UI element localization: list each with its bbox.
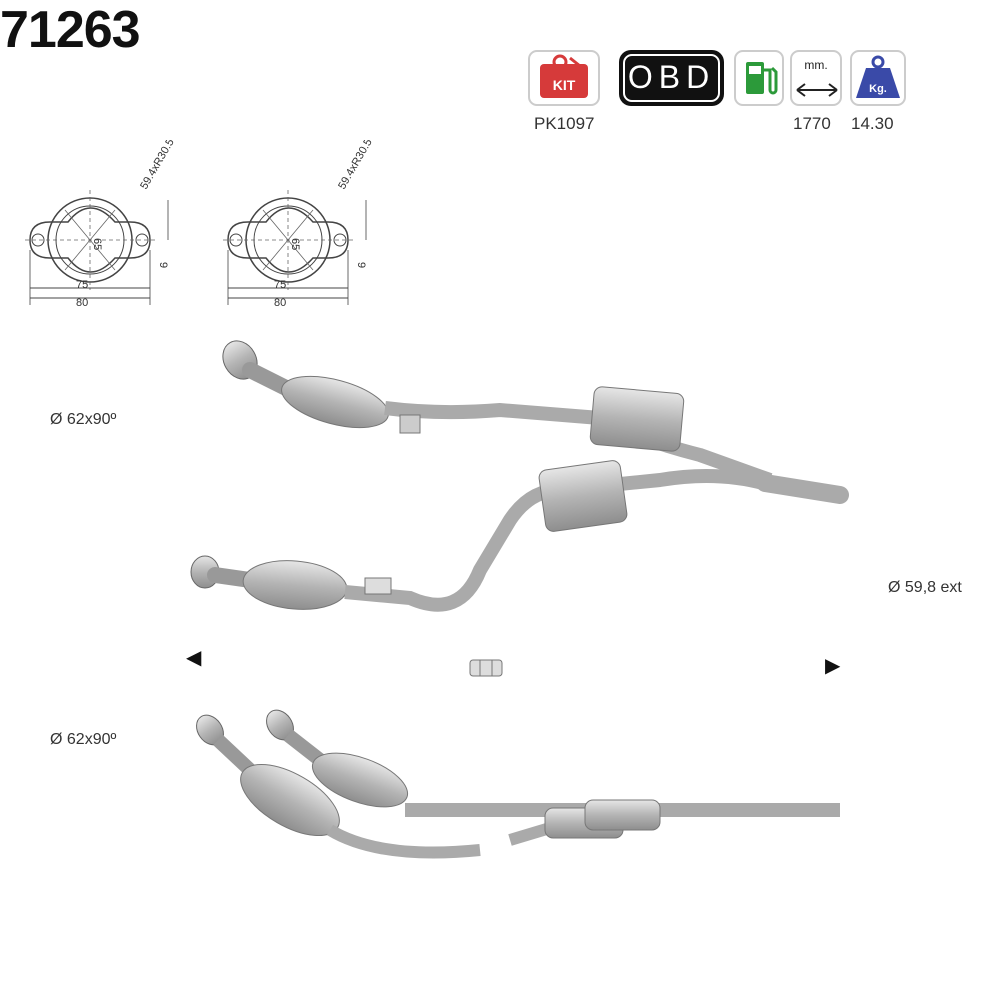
weight-unit: Kg. [869, 83, 887, 95]
exhaust-assembly-top [190, 340, 849, 612]
inlet-diameter-top: Ø 62x90º [50, 411, 117, 428]
inlet-diameter-bottom: Ø 62x90º [50, 731, 117, 748]
flange-2-hole-span: 75 [274, 279, 286, 291]
flange-1-inner: 65 [91, 238, 103, 250]
flange-diagram-2: 75 80 65 9 59.4xR30.5 [223, 140, 375, 309]
fuel-badge [734, 50, 784, 106]
flange-1-hole-span: 75 [76, 279, 88, 291]
lower-catalytic-converter [242, 560, 348, 610]
length-unit: mm. [804, 58, 828, 72]
flange-1-overall: 80 [76, 297, 88, 309]
upper-sensor-boss [399, 414, 421, 434]
outlet-pipe [756, 474, 849, 504]
exhaust-assembly-side [196, 709, 840, 859]
weight-badge: Kg. [850, 50, 906, 106]
flange-diagrams: 75 80 65 9 59.4xR30.5 75 80 65 9 59.4xR3… [25, 140, 375, 309]
obd-icon [623, 54, 720, 102]
flange-2-bolt-spec: 59.4xR30.5 [336, 140, 375, 192]
kit-code: PK1097 [534, 114, 595, 133]
flange-1-bolt-spec: 59.4xR30.5 [138, 140, 177, 192]
fuel-pump-icon [746, 62, 778, 95]
flange-diagram-1: 75 80 65 9 59.4xR30.5 [25, 140, 177, 309]
flange-2-overall: 80 [274, 297, 286, 309]
outlet-diameter: Ø 59,8 ext [888, 579, 962, 596]
flange-2-inner: 65 [289, 238, 301, 250]
part-number: 71263 [0, 1, 141, 59]
obd-label: OBD [627, 59, 716, 95]
length-value: 1770 [793, 114, 831, 133]
upper-silencer [589, 386, 685, 452]
kit-label: KIT [553, 77, 576, 93]
kit-icon: KIT [540, 54, 588, 98]
start-marker-icon: ◀ [186, 647, 202, 669]
length-badge: mm. [790, 50, 842, 106]
lower-silencer [538, 460, 628, 532]
lower-sensor-boss [364, 577, 392, 595]
kit-badge: KIT [528, 50, 600, 106]
flange-1-height: 9 [157, 262, 169, 268]
flange-2-height: 9 [355, 262, 367, 268]
length-icon [796, 83, 838, 97]
weight-icon: Kg. [856, 55, 900, 98]
side-silencer-upper [584, 799, 661, 831]
clamp-icon [469, 659, 503, 677]
end-marker-icon: ▶ [825, 655, 841, 677]
weight-value: 14.30 [851, 114, 894, 133]
side-catalytic-converter-right [311, 752, 409, 808]
upper-catalytic-converter [281, 375, 389, 429]
obd-badge: OBD [619, 50, 724, 106]
